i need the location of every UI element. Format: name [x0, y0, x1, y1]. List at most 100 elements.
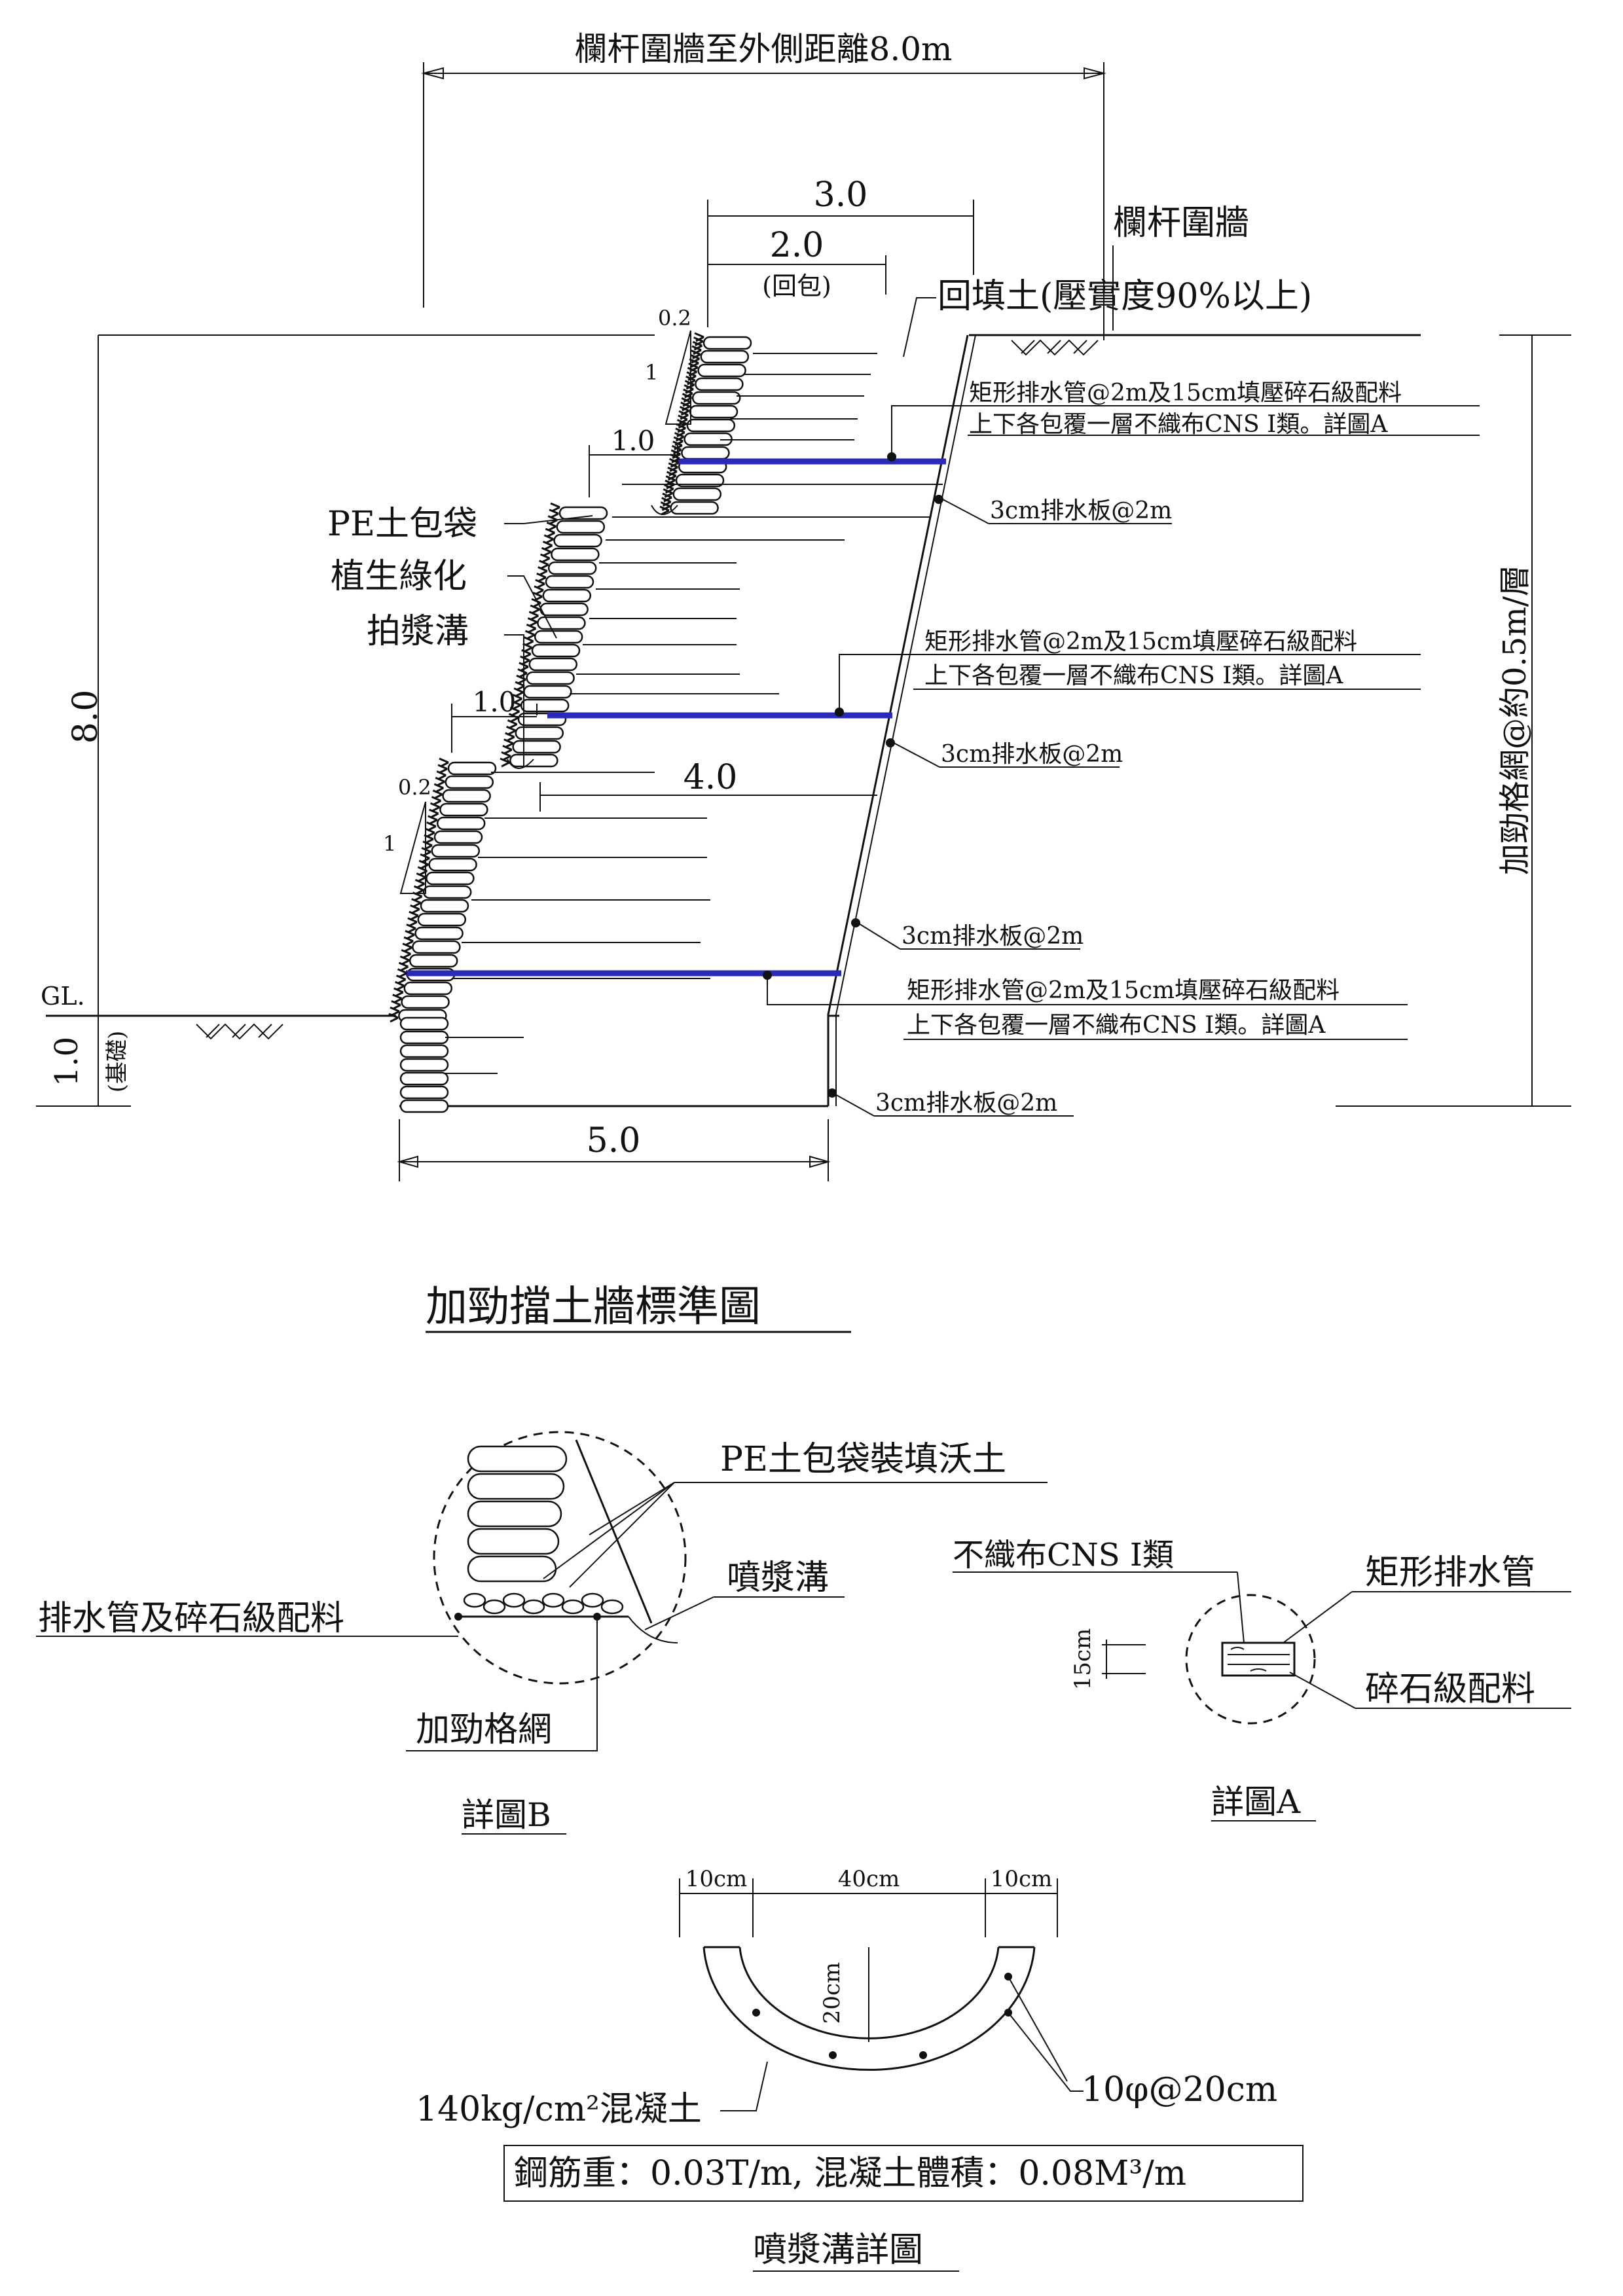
detail-b: PE土包袋裝填沃土 噴漿溝 排水管及碎石級配料 加勁格網 詳圖B [36, 1431, 1048, 1835]
grass-tuft [689, 353, 700, 360]
grass-tuft [416, 872, 426, 878]
grass-tuft [524, 630, 536, 636]
pe-bag [526, 671, 575, 685]
pe-bag [539, 602, 589, 617]
pe-bag [515, 726, 564, 740]
pe-bag [675, 473, 725, 488]
grass-tuft [411, 898, 422, 904]
grass-tuft [402, 942, 412, 949]
pe-bag [436, 816, 486, 831]
standard-title: 加勁擋土牆標準圖 [426, 1283, 761, 1331]
grass-tuft [668, 462, 678, 469]
pe-bag [417, 912, 467, 927]
pe-bag [672, 487, 722, 501]
pe-bag [399, 1044, 449, 1058]
grass-tuft [523, 636, 534, 643]
grass-tuft [661, 497, 672, 503]
slope-top-side: 1 [645, 360, 658, 385]
drain-note-mid-2: 上下各包覆一層不織布CNS Ⅰ類。詳圖A [924, 662, 1343, 689]
grass-tuft [388, 1013, 399, 1019]
pe-bag [691, 391, 741, 405]
grass-tuft [425, 827, 435, 834]
pe-bag [403, 981, 453, 996]
pe-bag [426, 871, 475, 886]
grout-trench-label: 拍漿溝 [367, 612, 469, 651]
rebar-label: 10φ@20cm [1082, 2070, 1277, 2109]
bench-lower-dim: 1.0 [473, 686, 517, 718]
grass-tuft [500, 757, 510, 764]
pe-bag [553, 533, 602, 548]
grass-tuft [436, 770, 447, 776]
dim-5-0-label: 5.0 [587, 1121, 641, 1160]
detail-bag [467, 1528, 560, 1555]
grass-tuft [679, 406, 690, 412]
dim-railing-distance: 欄杆圍牆至外側距離8.0m [575, 30, 953, 68]
pe-bag [422, 885, 472, 899]
grass-tuft [506, 725, 517, 732]
grass-tuft [662, 492, 672, 499]
detail-a-title: 詳圖A [1211, 1783, 1301, 1821]
grass-tuft [393, 987, 404, 994]
drain-note-top-2: 上下各包覆一層不織布CNS Ⅰ類。詳圖A [969, 411, 1388, 438]
dim-4-0: 4.0 [539, 758, 877, 812]
pe-bag [537, 616, 586, 630]
slope-ratio-top: 0.2 1 [645, 306, 691, 425]
geogrid-spacing-label: 加勁格網@約0.5m/層 [1497, 565, 1533, 875]
pe-bag [431, 844, 481, 858]
drain-board-label-2: 3cm排水板@2m [941, 741, 1123, 768]
pe-bag [551, 547, 600, 562]
drain-board-label-3: 3cm排水板@2m [902, 923, 1084, 950]
drain-note-top-1: 矩形排水管@2m及15cm填壓碎石級配料 [969, 380, 1402, 406]
gravel-stone [581, 1592, 604, 1608]
grass-tuft [509, 706, 520, 713]
trench-dim-mid: 40cm [838, 1866, 900, 1892]
grass-tuft [678, 410, 689, 416]
pe-bag [399, 1099, 449, 1113]
pipe-gravel-label: 排水管及碎石級配料 [38, 1599, 344, 1638]
grass-tuft [410, 904, 420, 910]
grass-tuft [433, 783, 444, 789]
slope-top-value: 0.2 [658, 306, 691, 331]
foundation-label: (基礎) [104, 1031, 130, 1093]
grass-tuft [661, 509, 670, 516]
railing-wall-label: 欄杆圍牆 [1113, 204, 1249, 243]
pe-bag [401, 995, 450, 1009]
pe-bag [520, 698, 570, 713]
grass-tuft [674, 431, 685, 438]
backfill-callout: 回填土(壓實度90%以上) [903, 277, 1312, 357]
pe-bag [528, 657, 578, 672]
grass-tuft [517, 668, 528, 674]
vegetation-label: 植生綠化 [331, 557, 467, 596]
pe-bag [439, 802, 488, 817]
grass-tuft [671, 444, 682, 451]
spray-trench-label: 噴漿溝 [727, 1558, 829, 1598]
pe-bag [558, 506, 608, 520]
grass-tuft [409, 910, 419, 917]
grass-tuft [435, 776, 445, 783]
bench-upper-dim: 1.0 [611, 425, 655, 457]
pe-bag [412, 940, 461, 954]
geogrid-label: 加勁格網 [416, 1710, 552, 1749]
grass-tuft [390, 1006, 400, 1013]
grass-tuft [668, 457, 680, 464]
pe-bag [534, 630, 583, 644]
grass-tuft [395, 980, 405, 987]
trench-summary: 鋼筋重：0.03T/m, 混凝土體積：0.08M³/m [514, 2154, 1186, 2193]
pe-bag [399, 1058, 449, 1072]
rect-pipe [1221, 1641, 1296, 1677]
pe-bag [556, 520, 606, 534]
detail-bag [467, 1445, 568, 1473]
drainage-callouts: 矩形排水管@2m及15cm填壓碎石級配料 上下各包覆一層不織布CNS Ⅰ類。詳圖… [763, 380, 1480, 1117]
pe-bag [689, 404, 739, 419]
grass-tuft [542, 541, 553, 547]
trench-title: 噴漿溝詳圖 [753, 2231, 923, 2270]
grass-tuft [694, 332, 704, 338]
slope-bottom-side: 1 [383, 831, 396, 856]
pe-bag-stack [398, 336, 752, 1113]
grass-tuft [505, 732, 515, 738]
grass-tuft [399, 955, 410, 961]
pe-bag [681, 446, 730, 460]
height-8-0: 8.0 [66, 690, 105, 744]
grass-tuft [407, 917, 418, 924]
grass-tuft [432, 789, 443, 796]
